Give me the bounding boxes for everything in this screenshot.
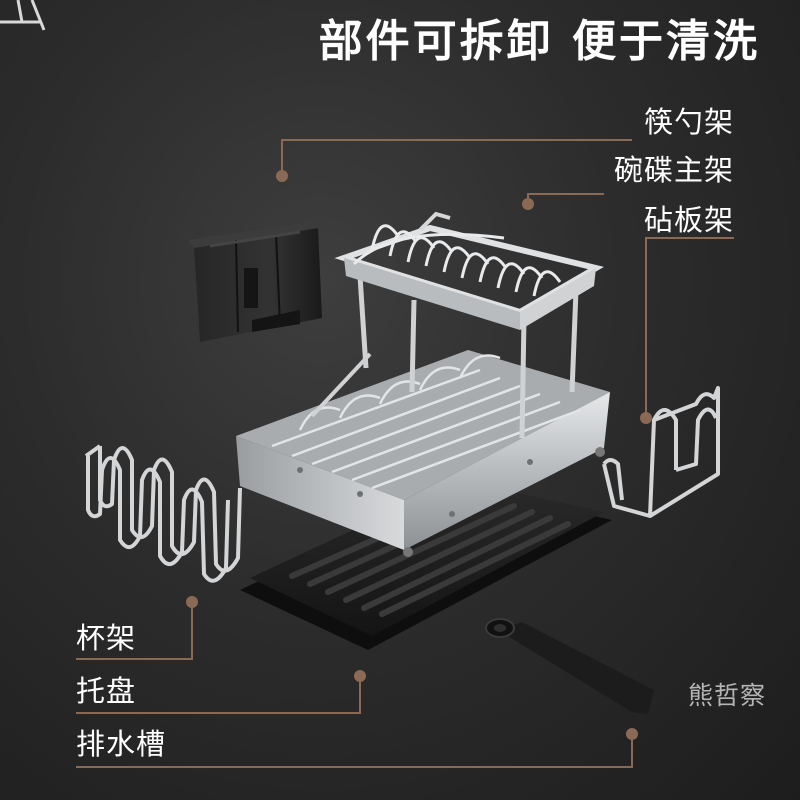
callout-line-board-rack: [645, 237, 734, 418]
corner-rack-detail: [0, 0, 46, 31]
callout-dot-main-rack: [522, 198, 534, 210]
callout-line-drain: [76, 734, 633, 768]
callout-dot-tray: [354, 670, 366, 682]
callout-dot-utensil-holder: [276, 170, 288, 182]
callout-dot-board-rack: [640, 412, 652, 424]
label-cutting-board-rack: 砧板架: [643, 203, 734, 237]
label-cup-rack: 杯架: [76, 621, 137, 655]
label-drain-spout: 排水槽: [76, 727, 167, 761]
callout-line-main-rack: [527, 193, 604, 204]
headline-title: 部件可拆卸 便于清洗: [318, 16, 760, 67]
callout-lines: [76, 139, 734, 768]
callout-dot-cup-rack: [186, 596, 198, 608]
label-utensil-holder: 筷勺架: [643, 105, 734, 139]
cutting-board-rack-wire: [602, 386, 720, 518]
drain-spout: [485, 618, 654, 714]
watermark-text: 熊哲察: [688, 681, 767, 710]
callout-dot-drain: [626, 728, 638, 740]
callout-line-tray: [76, 676, 361, 714]
main-basin: [236, 350, 610, 557]
callout-line-utensil-holder: [281, 139, 632, 176]
cup-rack-wire: [84, 444, 242, 583]
label-tray: 托盘: [76, 674, 137, 708]
upper-dish-rack: [310, 211, 604, 439]
utensil-holder-cup: [188, 222, 322, 342]
callout-line-cup-rack: [76, 602, 193, 660]
label-main-dish-rack: 碗碟主架: [613, 153, 734, 187]
